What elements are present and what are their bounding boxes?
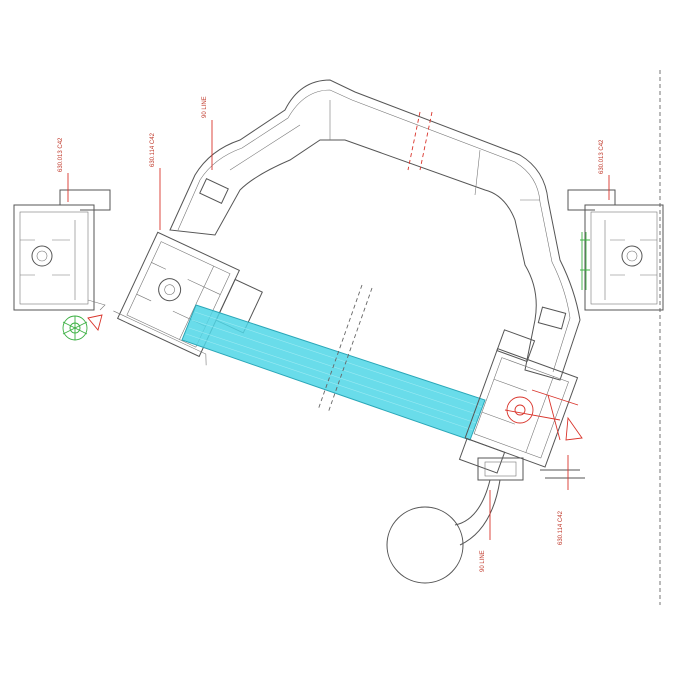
knob-handle — [386, 479, 501, 584]
break-line-top — [407, 111, 421, 171]
right-frame-profile — [567, 189, 664, 311]
label-left-profile: 630.013 C42 — [58, 137, 64, 172]
label-right-lower-profile: 630.114 C42 — [558, 510, 564, 545]
break-line-top-2 — [419, 111, 433, 171]
right-green-seal — [580, 232, 590, 290]
break-line-glass-2 — [327, 287, 373, 414]
right-hinge-marker — [504, 389, 583, 441]
label-left-upper-profile: 630.114 C42 — [150, 132, 156, 167]
left-frame-profile — [13, 189, 111, 311]
label-right-profile: 630.013 C42 — [599, 139, 605, 174]
glass-pane — [181, 304, 486, 441]
handle-outline — [169, 79, 581, 381]
bottom-locking-block — [477, 457, 585, 481]
break-line-glass — [317, 284, 363, 411]
label-bottom-marker: 90 LINE — [480, 550, 486, 572]
left-hinge-marker — [62, 314, 103, 341]
label-left-top-marker: 90 LINE — [202, 96, 208, 118]
